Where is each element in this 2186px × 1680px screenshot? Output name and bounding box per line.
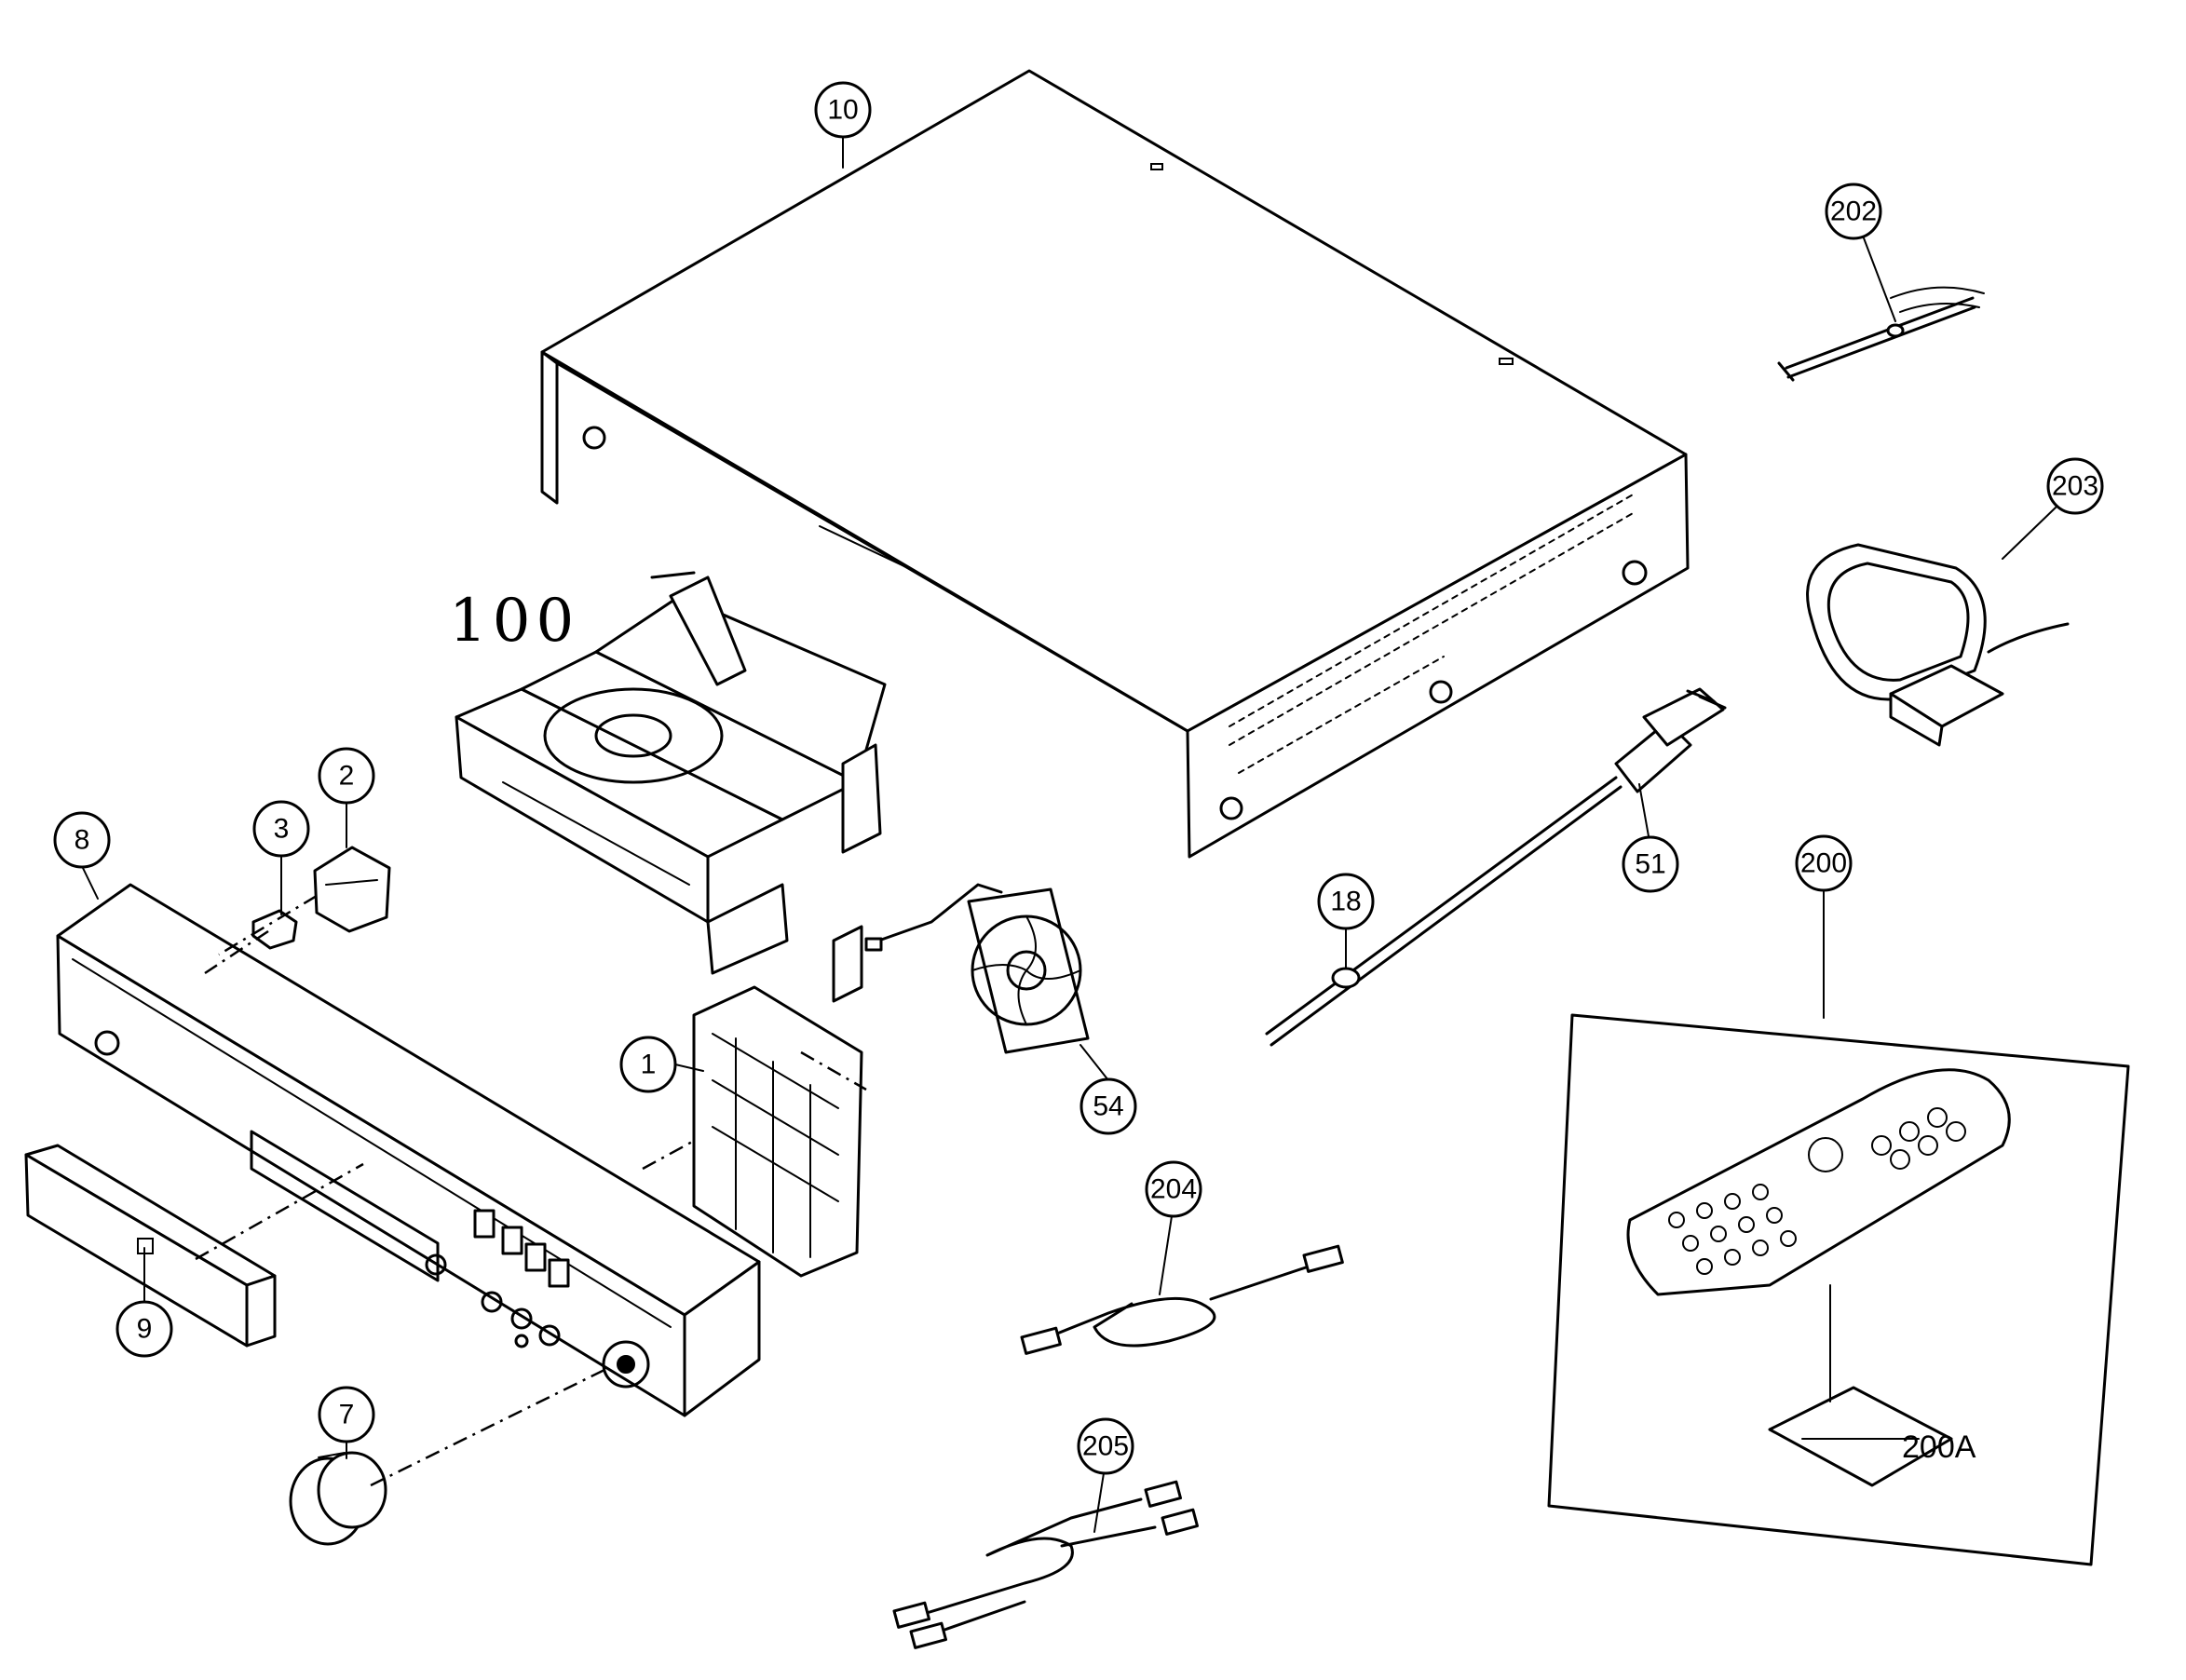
small-bracket	[251, 909, 298, 950]
svg-text:204: 204	[1150, 1174, 1197, 1205]
svg-text:2: 2	[339, 761, 355, 792]
dvd-loader-mechanism	[455, 571, 887, 1003]
callout-1: 1	[619, 1036, 677, 1093]
remote-control-inset	[1547, 1013, 2130, 1566]
audio-cable	[1020, 1244, 1344, 1355]
remote-buttons	[1668, 1107, 1966, 1275]
top-cover	[540, 69, 1690, 859]
svg-text:51: 51	[1635, 849, 1665, 880]
cooling-fan	[864, 883, 1090, 1054]
loader-handwritten-label: 100	[449, 587, 579, 656]
svg-text:9: 9	[137, 1314, 153, 1345]
svg-text:203: 203	[2052, 471, 2098, 502]
svg-text:205: 205	[1082, 1431, 1129, 1462]
fm-antenna-wire	[1777, 286, 1985, 382]
leader-lines	[81, 136, 2057, 1533]
svg-text:8: 8	[75, 825, 90, 856]
svg-text:7: 7	[339, 1400, 355, 1430]
callout-203: 203	[2046, 457, 2104, 515]
svg-text:1: 1	[641, 1050, 657, 1080]
volume-knob	[289, 1451, 387, 1546]
callout-7: 7	[318, 1386, 375, 1443]
callout-204: 204	[1145, 1160, 1202, 1218]
svg-text:54: 54	[1093, 1091, 1123, 1122]
am-loop-antenna	[1806, 543, 2070, 747]
disc-tray-door	[24, 1144, 277, 1348]
av-cable-set	[892, 1480, 1200, 1649]
svg-text:200: 200	[1800, 848, 1847, 879]
callout-18: 18	[1317, 873, 1375, 930]
callout-200: 200	[1795, 834, 1853, 892]
svg-text:3: 3	[274, 814, 290, 845]
svg-text:202: 202	[1830, 196, 1877, 227]
callout-202: 202	[1825, 183, 1882, 240]
callout-10: 10	[814, 81, 872, 139]
button-frame	[692, 985, 863, 1278]
callout-8: 8	[53, 811, 111, 869]
power-cord	[1265, 687, 1727, 1047]
callout-54: 54	[1079, 1077, 1137, 1135]
callout-2: 2	[318, 747, 375, 805]
assembly-lines	[195, 894, 867, 1487]
callout-9: 9	[115, 1300, 173, 1358]
callout-51: 51	[1622, 835, 1679, 893]
svg-text:18: 18	[1330, 887, 1361, 917]
callout-205: 205	[1077, 1417, 1134, 1475]
svg-text:10: 10	[827, 95, 858, 126]
callout-3: 3	[252, 800, 310, 858]
battery-cover-label: 200A	[1902, 1429, 1976, 1465]
button-holder	[313, 846, 391, 933]
front-panel	[56, 883, 761, 1417]
